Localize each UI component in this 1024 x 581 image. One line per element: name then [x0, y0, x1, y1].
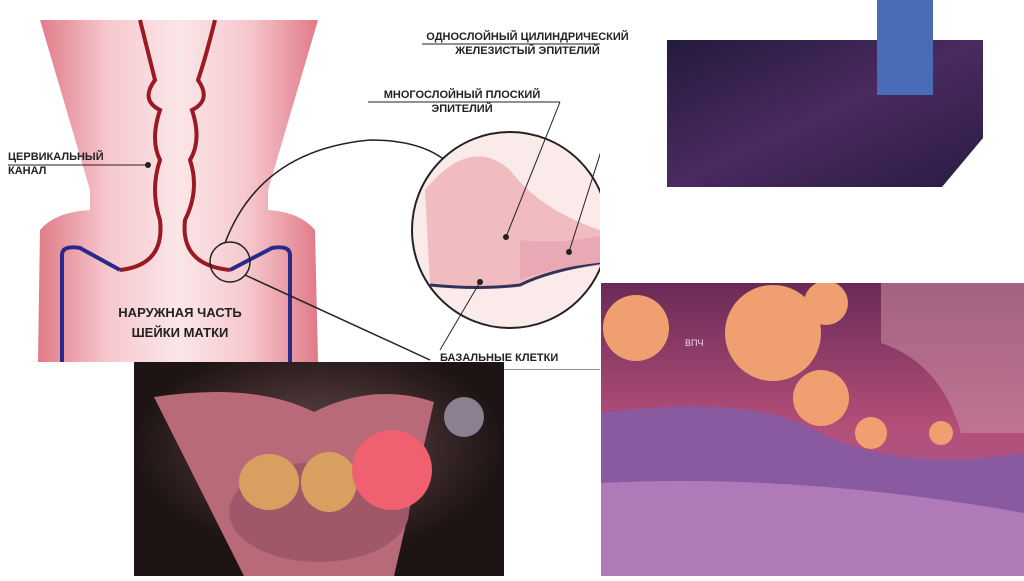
magnified-epithelium [411, 131, 600, 329]
columnar-epithelium-label-line2: ЖЕЛЕЗИСТЫЙ ЭПИТЕЛИЙ [455, 45, 600, 57]
external-part-label-line2: ШЕЙКИ МАТКИ [131, 325, 229, 340]
external-part-label-line1: НАРУЖНАЯ ЧАСТЬ [118, 305, 242, 320]
basal-cells-label: БАЗАЛЬНЫЕ КЛЕТКИ [440, 352, 559, 364]
squamous-epithelium-label-line2: ЭПИТЕЛИЙ [431, 103, 493, 115]
hpv-infection-art [601, 281, 1024, 576]
title-banner-shape [667, 40, 983, 187]
title-banner [667, 40, 983, 187]
columnar-epithelium-label: ОДНОСЛОЙНЫЙ ЦИЛИНДРИЧЕСКИЙ ЖЕЛЕЗИСТЫЙ ЭП… [420, 30, 635, 58]
cervix-3d-illustration [134, 362, 504, 576]
squamous-epithelium-label: МНОГОСЛОЙНЫЙ ПЛОСКИЙ ЭПИТЕЛИЙ [372, 88, 552, 116]
cervix-diagram [8, 19, 600, 370]
virus-particle [352, 430, 432, 510]
cervical-canal-label-line2: КАНАЛ [8, 165, 47, 177]
hpv-label: ВПЧ [685, 338, 704, 348]
accent-bar [877, 0, 933, 95]
columnar-epithelium-label-line1: ОДНОСЛОЙНЫЙ ЦИЛИНДРИЧЕСКИЙ [426, 31, 629, 43]
squamous-epithelium-label-line1: МНОГОСЛОЙНЫЙ ПЛОСКИЙ [383, 89, 541, 101]
hpv-infection-illustration: ВПЧ [601, 281, 1024, 576]
cervical-canal-label-line1: ЦЕРВИКАЛЬНЫЙ [8, 151, 104, 163]
cervical-canal-label: ЦЕРВИКАЛЬНЫЙ КАНАЛ [8, 150, 104, 178]
external-part-label: НАРУЖНАЯ ЧАСТЬ ШЕЙКИ МАТКИ [95, 303, 265, 343]
